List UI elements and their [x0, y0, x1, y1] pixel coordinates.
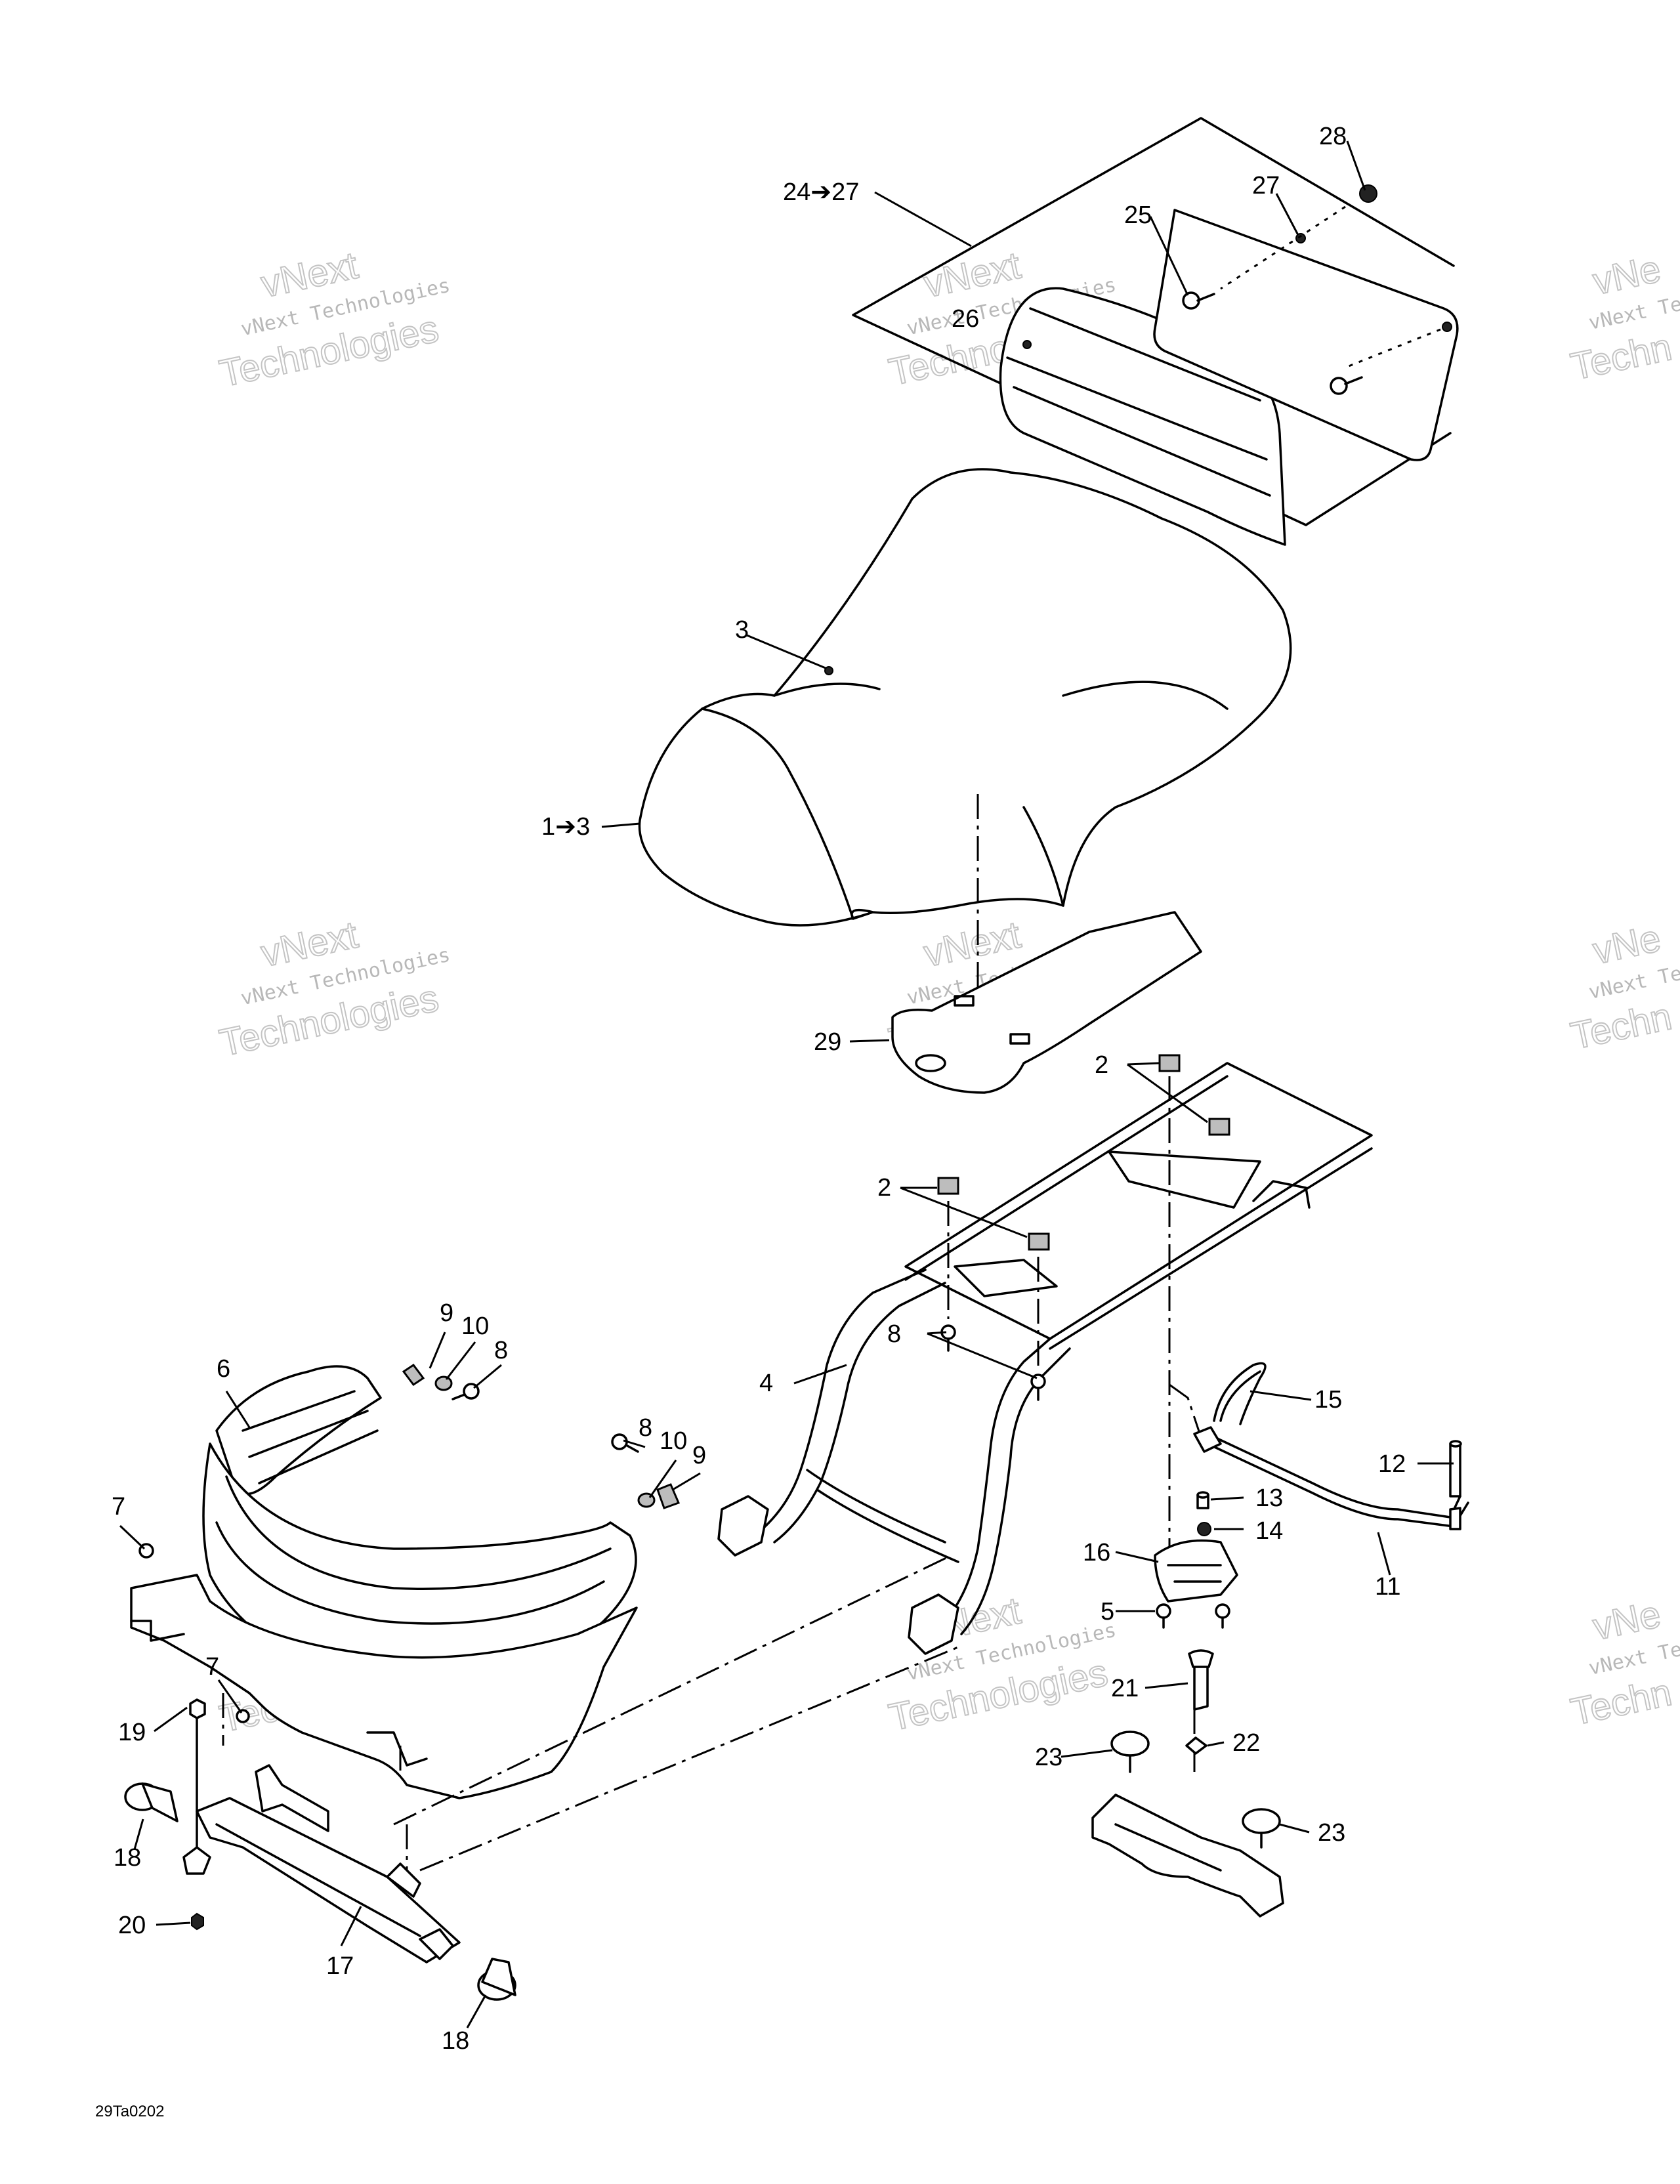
- seat-frame: [717, 1062, 1373, 1655]
- svg-text:vNe: vNe: [1589, 247, 1664, 303]
- backrest-plate: [1153, 209, 1459, 461]
- callout-14: 14: [1255, 1517, 1283, 1545]
- frame-brackets: [937, 1054, 1230, 1251]
- callout-20: 20: [118, 1912, 146, 1939]
- callout-2b: 2: [877, 1174, 891, 1202]
- svg-text:vNe: vNe: [1589, 917, 1664, 973]
- latch-bracket-16: [1154, 1539, 1238, 1629]
- callout-17: 17: [326, 1952, 354, 1980]
- watermark-right-low: vNe vNext Te Techn: [1566, 1592, 1680, 1734]
- callout-10a: 10: [461, 1312, 489, 1340]
- callout-9a: 9: [440, 1299, 453, 1327]
- rear-grab-handle: [130, 1365, 638, 1799]
- callout-8a: 8: [494, 1337, 508, 1364]
- callout-23a: 23: [1035, 1744, 1062, 1771]
- callout-leaders: [119, 140, 1454, 2028]
- callout-7a: 7: [112, 1493, 125, 1521]
- callout-2a: 2: [1095, 1051, 1108, 1079]
- watermark-right-mid: vNe vNext Te Techn: [1566, 916, 1680, 1059]
- latch-rod-assembly: [1193, 1362, 1469, 1536]
- frame-bolts: [940, 1324, 1046, 1401]
- callout-19: 19: [118, 1719, 146, 1746]
- callout-18a: 18: [114, 1844, 141, 1872]
- callout-26: 26: [952, 305, 979, 333]
- callout-27: 27: [1252, 172, 1280, 200]
- callout-6: 6: [217, 1355, 230, 1383]
- watermark-left-top: vNext vNext Technologies Technologies: [215, 243, 452, 396]
- seat-cushion: [638, 468, 1292, 927]
- figure-code: 29Ta0202: [95, 2103, 164, 2120]
- watermark-left-mid: vNext vNext Technologies Technologies: [215, 913, 452, 1065]
- callout-5: 5: [1101, 1598, 1114, 1626]
- callout-23b: 23: [1318, 1819, 1345, 1847]
- front-mount-assembly: [124, 1698, 516, 2001]
- callout-16: 16: [1083, 1539, 1110, 1566]
- bumper-to-frame-leader: [222, 1554, 959, 1883]
- svg-text:Techn: Techn: [1567, 1671, 1675, 1734]
- callout-3: 3: [735, 616, 749, 644]
- callout-1-3: 1➔3: [541, 813, 590, 841]
- watermark-center-low: vNext vNext Technologies Technologies: [885, 1589, 1118, 1740]
- callout-8c: 8: [639, 1414, 652, 1442]
- backrest-fasteners: [1022, 184, 1452, 395]
- bumper-fasteners-left: [402, 1363, 480, 1400]
- callout-11: 11: [1375, 1573, 1400, 1601]
- callout-29: 29: [814, 1028, 841, 1056]
- rear-support-assembly: [1091, 1649, 1284, 1918]
- callout-9b: 9: [692, 1442, 706, 1469]
- seat-pad-29: [891, 911, 1202, 1094]
- callout-15: 15: [1314, 1386, 1342, 1414]
- callout-22: 22: [1232, 1729, 1260, 1757]
- svg-text:Techn: Techn: [1567, 326, 1675, 388]
- callout-25: 25: [1124, 201, 1152, 229]
- watermark-right-top: vNe vNext Te Techn: [1566, 247, 1680, 389]
- callout-7b: 7: [205, 1653, 219, 1681]
- callout-labels: 28 24➔27 27 25 26 3 1➔3 29 2 2 9 10 8 6 …: [112, 123, 1406, 2055]
- callout-12: 12: [1378, 1450, 1406, 1478]
- bumper-screw-7b: [236, 1709, 250, 1723]
- svg-text:Techn: Techn: [1567, 995, 1675, 1058]
- callout-10b: 10: [660, 1427, 687, 1455]
- callout-28: 28: [1319, 123, 1347, 150]
- callout-18b: 18: [442, 2027, 469, 2055]
- callout-24-27: 24➔27: [783, 178, 859, 206]
- callout-21: 21: [1111, 1675, 1139, 1702]
- frame-leader-d: [1169, 1383, 1202, 1438]
- callout-8b: 8: [887, 1320, 901, 1348]
- callout-4: 4: [759, 1370, 773, 1397]
- callout-13: 13: [1255, 1484, 1283, 1512]
- svg-text:vNe: vNe: [1589, 1593, 1664, 1648]
